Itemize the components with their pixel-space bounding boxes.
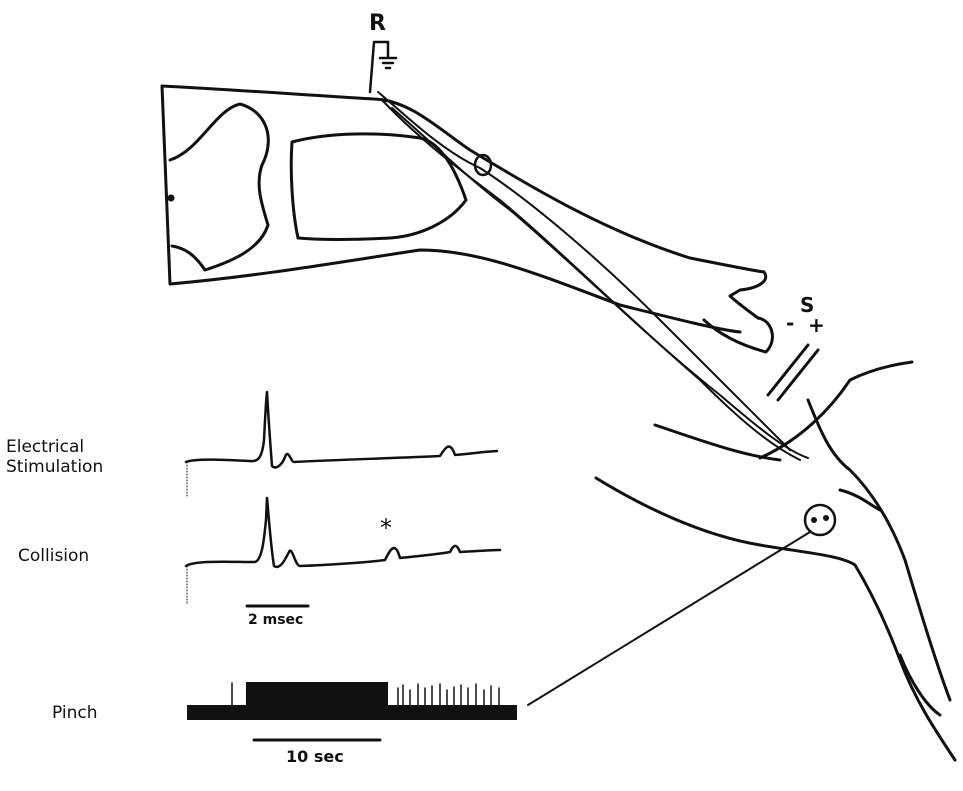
stimulating-electrode — [768, 345, 818, 400]
pinch-trace — [187, 682, 517, 720]
recording-electrode — [370, 42, 396, 92]
nerve-fibers — [378, 92, 808, 460]
spinal-cord-outline — [162, 86, 764, 332]
scale-bar-short-label: 2 msec — [248, 612, 303, 628]
spinal-cord-section — [162, 86, 764, 332]
gray-matter-left — [170, 104, 268, 270]
collision-trace — [186, 498, 500, 567]
central-canal-dot — [169, 196, 173, 200]
stim-plus-label: + — [808, 313, 825, 337]
pinch-label: Pinch — [52, 703, 98, 723]
peripheral-limb — [596, 272, 955, 760]
receptive-field-connector — [528, 532, 810, 705]
electrical-stimulation-label-line1: Electrical — [6, 437, 84, 457]
scale-bar-long-label: 10 sec — [286, 747, 344, 766]
collision-marker: * — [380, 514, 392, 542]
electrical-stimulation-label-line2: Stimulation — [6, 457, 103, 477]
recording-electrode-label: R — [369, 11, 386, 36]
collision-label: Collision — [18, 546, 89, 566]
receptive-field — [805, 505, 835, 535]
electrical-stimulation-trace — [186, 392, 497, 467]
stim-minus-label: - — [786, 311, 794, 335]
